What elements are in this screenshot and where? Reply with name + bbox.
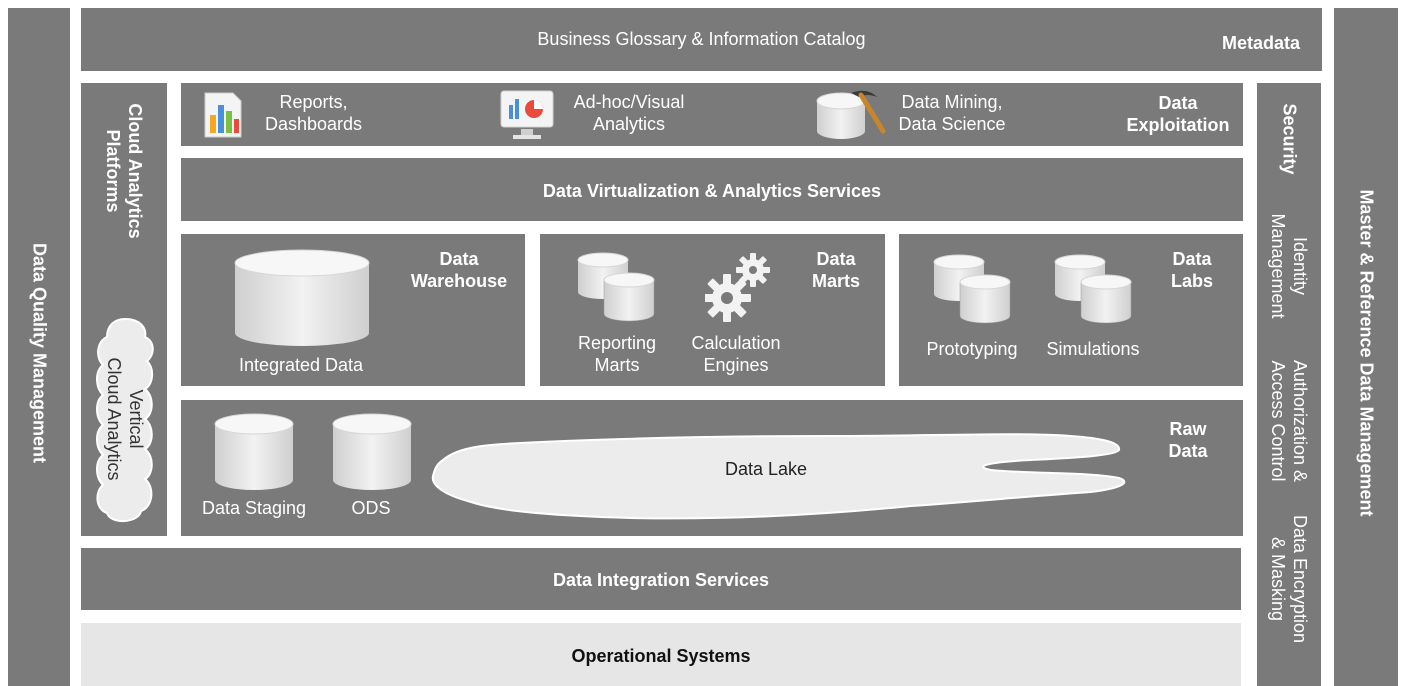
labs-tag-line2: Labs [1170, 271, 1213, 291]
data-warehouse-box: Integrated Data Data Warehouse [181, 234, 525, 386]
metadata-tag: Metadata [1221, 33, 1301, 53]
encryption-line1: Data Encryption [1290, 514, 1310, 644]
data-staging-cylinder-icon [214, 413, 294, 490]
data-lake-shape-icon [431, 433, 1126, 520]
data-mining-line1: Data Mining, [901, 92, 1003, 112]
data-staging-label: Data Staging [201, 498, 307, 518]
data-quality-management-column: Data Quality Management [8, 8, 70, 686]
adhoc-line1: Ad-hoc/Visual [573, 92, 685, 112]
calc-engines-line1: Calculation [691, 333, 781, 353]
operational-systems-title: Operational Systems [571, 646, 751, 666]
identity-line1: Identity [1290, 236, 1310, 296]
business-glossary-title: Business Glossary & Information Catalog [537, 29, 866, 49]
marts-tag-line2: Marts [811, 271, 860, 291]
security-title: Security [1279, 103, 1300, 175]
reporting-marts-label: Reporting Marts [562, 332, 672, 376]
reports-line2: Dashboards [264, 114, 363, 134]
data-exploitation-row: Reports, Dashboards Ad-hoc/Visual Analyt… [181, 83, 1243, 146]
integrated-data-label: Integrated Data [238, 355, 364, 375]
data-mining-line2: Data Science [898, 114, 1006, 134]
security-column: Security Identity Management Authorizati… [1257, 83, 1321, 686]
authorization-line1: Authorization & [1290, 359, 1310, 483]
cloud-analytics-platforms-column: Cloud Analytics Platforms Vertical Cloud… [81, 83, 167, 536]
ods-label: ODS [351, 498, 391, 518]
authorization-line2: Access Control [1268, 360, 1288, 482]
marts-tag-line1: Data [816, 249, 856, 269]
data-virtualization-title: Data Virtualization & Analytics Services [542, 181, 882, 201]
authorization-access-control-label: Authorization & Access Control [1267, 360, 1311, 482]
master-reference-data-column: Master & Reference Data Management [1334, 8, 1398, 686]
ods-cylinder-icon [332, 413, 412, 490]
data-encryption-masking-label: Data Encryption & Masking [1267, 515, 1311, 643]
labs-tag-line1: Data [1172, 249, 1212, 269]
warehouse-tag-line1: Data [439, 249, 479, 269]
data-labs-tag: Data Labs [1149, 248, 1235, 292]
vertical-cloud-line1: Vertical [126, 389, 146, 449]
data-exploitation-tag: Data Exploitation [1116, 92, 1240, 136]
prototyping-label: Prototyping [926, 339, 1018, 359]
exploitation-tag-line2: Exploitation [1126, 115, 1230, 135]
data-mining-label: Data Mining, Data Science [889, 91, 1015, 135]
data-marts-tag: Data Marts [796, 248, 876, 292]
reporting-marts-line2: Marts [594, 355, 640, 375]
raw-tag-line1: Raw [1169, 419, 1207, 439]
operational-systems-bar: Operational Systems [81, 623, 1241, 686]
reporting-marts-cylinders-icon [577, 252, 655, 322]
identity-management-label: Identity Management [1267, 213, 1311, 318]
raw-data-box: Data Staging ODS Data Lake Raw Data [181, 400, 1243, 536]
bar-chart-report-icon [204, 92, 242, 138]
prototyping-cylinders-icon [933, 254, 1011, 324]
identity-line2: Management [1268, 213, 1288, 319]
master-reference-data-label: Master & Reference Data Management [1356, 189, 1377, 517]
gears-icon [705, 253, 770, 322]
encryption-line2: & Masking [1268, 536, 1288, 622]
calculation-engines-label: Calculation Engines [676, 332, 796, 376]
raw-data-tag: Raw Data [1141, 418, 1235, 462]
reporting-marts-line1: Reporting [577, 333, 657, 353]
data-integration-bar: Data Integration Services [81, 548, 1241, 610]
cloud-analytics-title: Cloud Analytics Platforms [102, 103, 146, 238]
data-integration-title: Data Integration Services [552, 570, 770, 590]
warehouse-tag-line2: Warehouse [410, 271, 508, 291]
exploitation-tag-line1: Data [1158, 93, 1198, 113]
pickaxe-database-icon [816, 90, 886, 139]
simulations-label: Simulations [1046, 339, 1140, 359]
data-marts-box: Reporting Marts Calculation Engines Data… [540, 234, 885, 386]
data-virtualization-row: Data Virtualization & Analytics Services [181, 158, 1243, 221]
data-labs-box: Prototyping Simulations Data Labs [899, 234, 1243, 386]
raw-tag-line2: Data [1168, 441, 1208, 461]
monitor-chart-icon [500, 90, 554, 139]
reports-dashboards-label: Reports, Dashboards [251, 91, 376, 135]
cloud-analytics-title-line2: Platforms [103, 129, 123, 213]
adhoc-line2: Analytics [592, 114, 666, 134]
vertical-cloud-analytics-label: Vertical Cloud Analytics [103, 357, 147, 480]
vertical-cloud-line2: Cloud Analytics [104, 357, 124, 481]
cloud-analytics-title-line1: Cloud Analytics [125, 103, 145, 239]
data-quality-management-label: Data Quality Management [29, 242, 50, 464]
data-warehouse-tag: Data Warehouse [401, 248, 517, 292]
integrated-data-cylinder-icon [234, 249, 370, 346]
data-lake-label: Data Lake [724, 459, 808, 479]
metadata-bar: Business Glossary & Information Catalog … [81, 8, 1322, 71]
reports-line1: Reports, [279, 92, 348, 112]
simulations-cylinders-icon [1054, 254, 1132, 324]
adhoc-analytics-label: Ad-hoc/Visual Analytics [559, 91, 699, 135]
calc-engines-line2: Engines [703, 355, 769, 375]
cloud-icon [96, 317, 154, 522]
